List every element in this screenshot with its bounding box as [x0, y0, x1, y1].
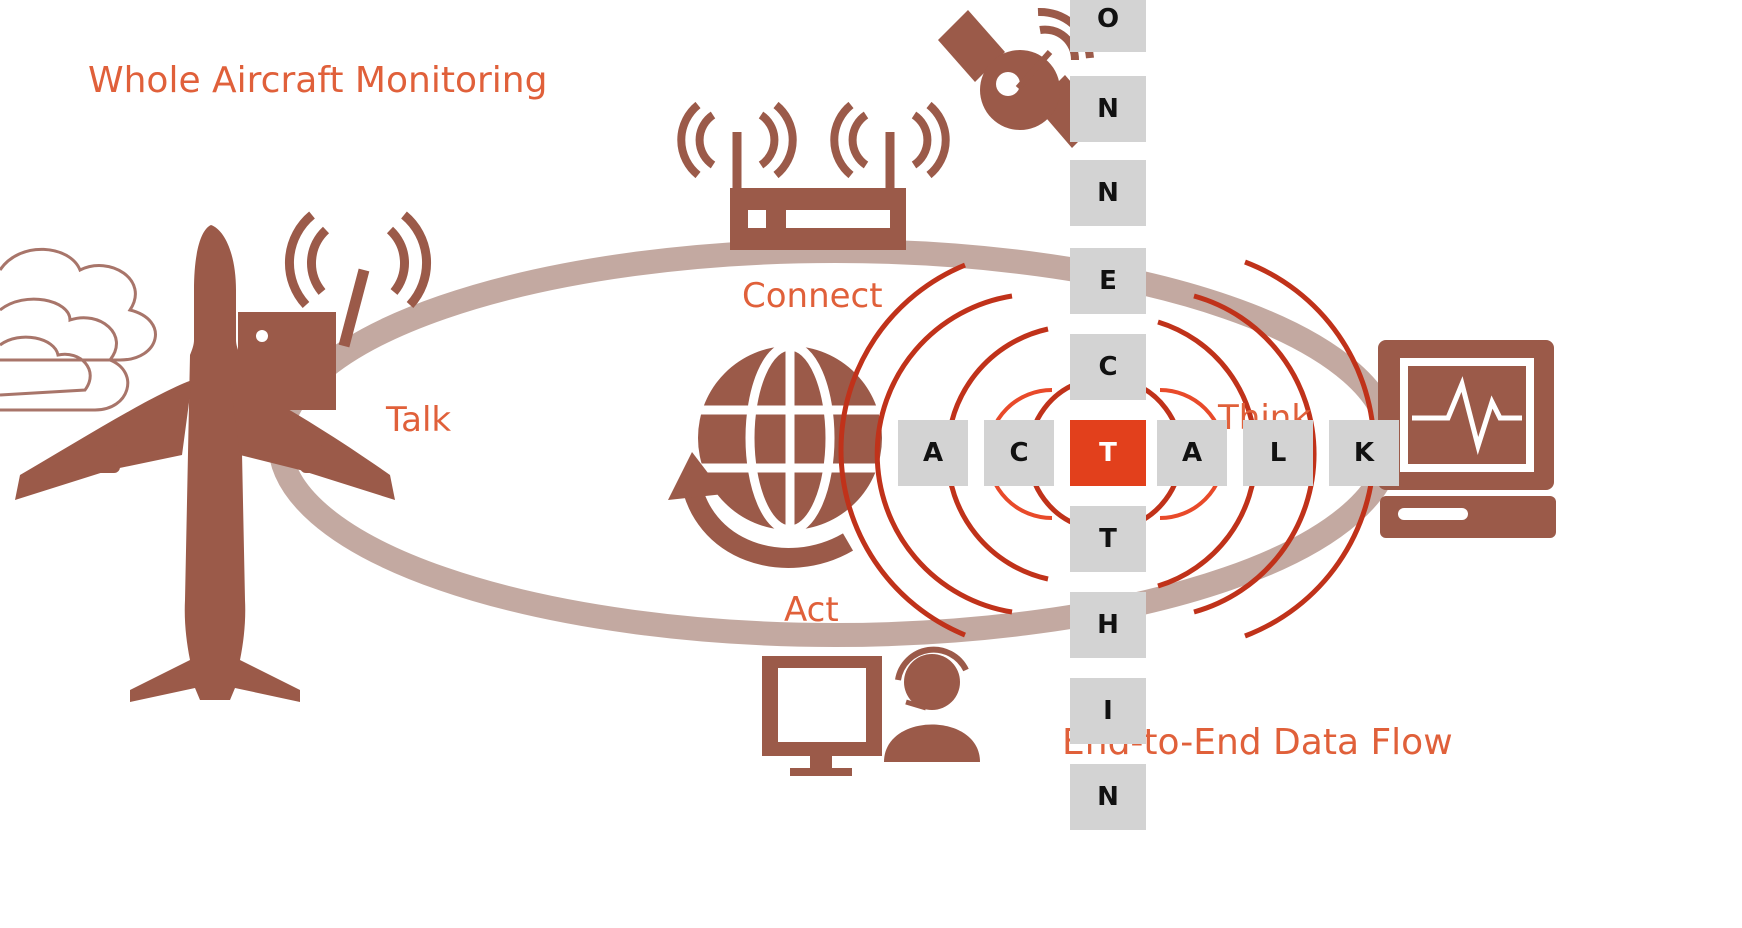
- router-icon: [677, 101, 950, 250]
- vertical-tile-1: O: [1070, 0, 1146, 52]
- horizontal-tile-4: A: [1157, 420, 1227, 486]
- vertical-tile-8: I: [1070, 678, 1146, 744]
- title-label: Whole Aircraft Monitoring: [88, 60, 548, 101]
- vertical-tile-9: N: [1070, 764, 1146, 830]
- vertical-tile-6: T: [1070, 506, 1146, 572]
- connect-label: Connect: [742, 276, 883, 316]
- airplane-icon: [15, 225, 395, 702]
- vertical-tile-5: C: [1070, 334, 1146, 400]
- talk-label: Talk: [386, 400, 452, 440]
- horizontal-tile-2: C: [984, 420, 1054, 486]
- horizontal-tile-5: L: [1243, 420, 1313, 486]
- monitor-icon: [1378, 340, 1556, 538]
- globe-icon: [668, 341, 882, 573]
- sensor-device-icon: [238, 211, 432, 410]
- vertical-tile-2: N: [1070, 76, 1146, 142]
- vertical-tile-3: N: [1070, 160, 1146, 226]
- vertical-tile-7: H: [1070, 592, 1146, 658]
- cloud-icon: [0, 247, 157, 412]
- act-label: Act: [784, 590, 839, 630]
- operator-icon: [762, 646, 980, 776]
- vertical-tile-4: E: [1070, 248, 1146, 314]
- horizontal-tile-6: K: [1329, 420, 1399, 486]
- center-tile-highlight: T: [1070, 420, 1146, 486]
- horizontal-tile-1: A: [898, 420, 968, 486]
- satellite-icon: [938, 7, 1102, 148]
